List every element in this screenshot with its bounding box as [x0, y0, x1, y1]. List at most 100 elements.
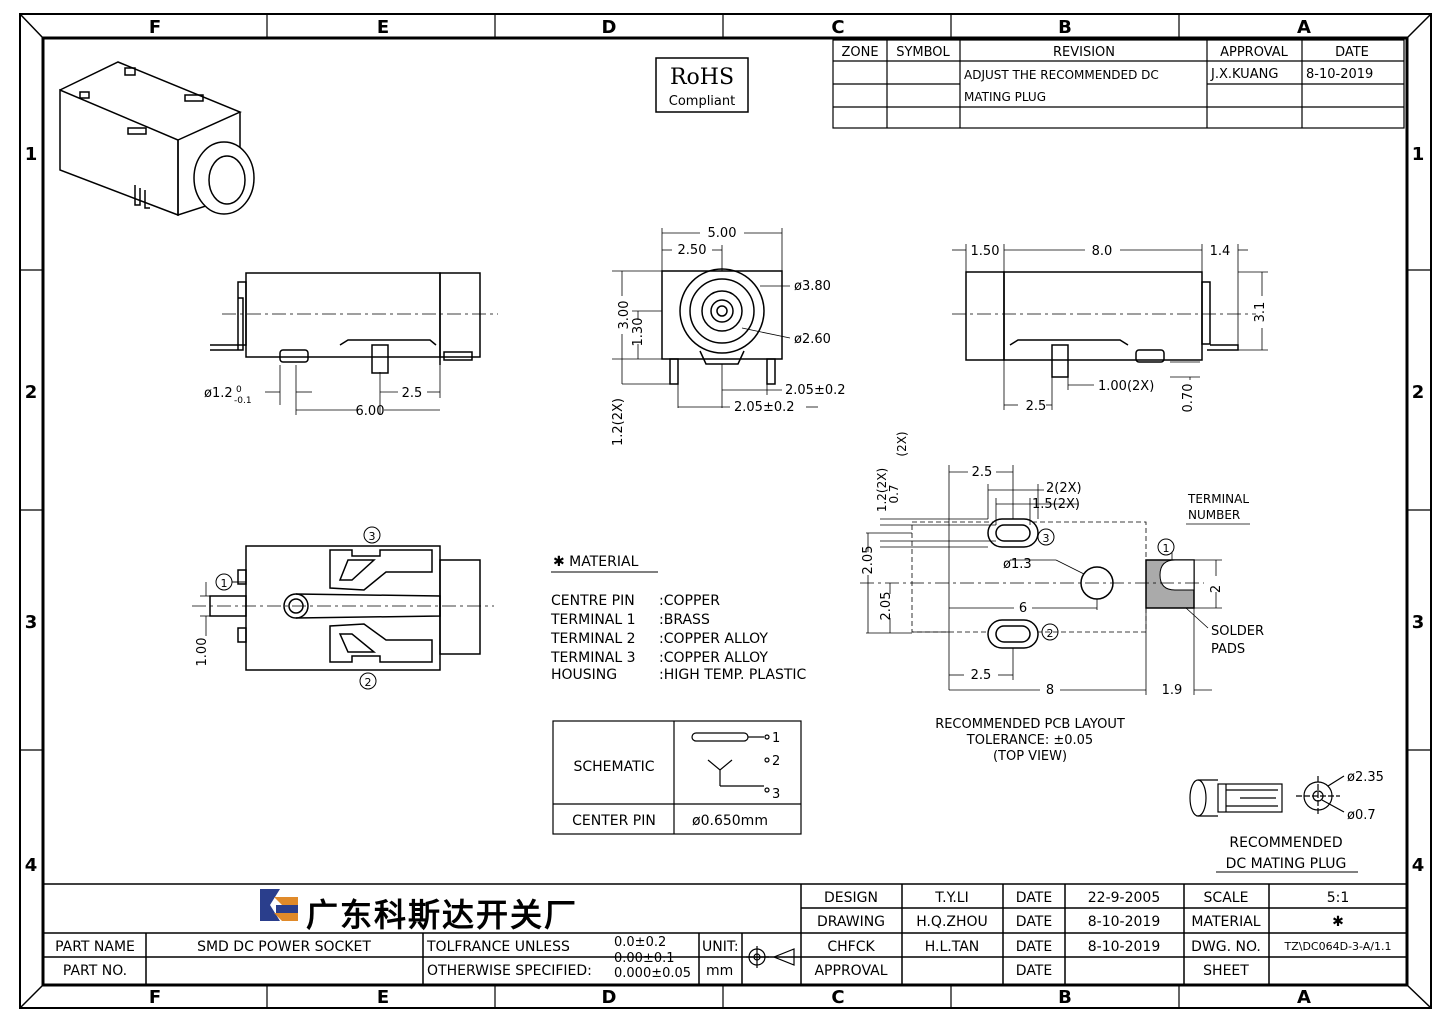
side-view: ø1.2 0 -0.1 2.5 6.00 [204, 272, 498, 419]
rev-revision-line2: MATING PLUG [964, 90, 1046, 104]
col-label: A [1297, 987, 1311, 1008]
front-center-height: 1.30 [631, 318, 646, 347]
right-pin-width: 1.00(2X) [1098, 379, 1154, 394]
material-value: :HIGH TEMP. PLASTIC [659, 667, 807, 683]
company-logo [260, 889, 298, 921]
unit-value: mm [706, 963, 733, 979]
pcb-dim-k: 1.9 [1162, 683, 1183, 698]
col-label: B [1058, 17, 1072, 38]
svg-text:3: 3 [1043, 532, 1050, 545]
material-part: HOUSING [551, 667, 617, 683]
pcb-dim-b: 2(2X) [1046, 481, 1082, 496]
material-value: :COPPER [659, 593, 720, 609]
svg-text:3: 3 [369, 530, 376, 543]
schematic-box: SCHEMATIC 1 2 3 CENTER PIN ø0.650mm [552, 720, 802, 835]
pcb-caption: TOLERANCE: ±0.05 [966, 733, 1093, 748]
right-view: 1.50 8.0 1.4 3.1 2.5 1.00(2X) 0.70 [952, 244, 1268, 414]
row-label: 3 [1412, 612, 1425, 633]
scale-value: 5:1 [1327, 890, 1350, 906]
material-part: CENTRE PIN [551, 593, 635, 609]
check-name: H.L.TAN [925, 939, 980, 955]
material-title: ✱ MATERIAL [553, 554, 639, 570]
material-value: ✱ [1332, 914, 1344, 930]
title-block: PART NAME SMD DC POWER SOCKET PART NO. T… [43, 883, 1407, 985]
column-labels-top: F E D C B A [149, 17, 1311, 38]
design-label: DESIGN [824, 890, 878, 906]
rev-header-zone: ZONE [841, 45, 878, 60]
col-label: F [149, 987, 161, 1008]
pcb-caption: RECOMMENDED PCB LAYOUT [935, 717, 1125, 732]
row-label: 1 [25, 144, 38, 165]
date-label: DATE [1016, 939, 1052, 955]
bottom-pin-height: 1.00 [195, 638, 210, 667]
front-half-width: 2.50 [678, 243, 707, 258]
schematic-pin: 3 [772, 787, 780, 802]
svg-text:2: 2 [1047, 627, 1054, 640]
pcb-dim-i: 2.5 [971, 668, 992, 683]
revision-block: ZONE SYMBOL REVISION APPROVAL DATE ADJUS… [832, 39, 1405, 129]
center-pin-label: CENTER PIN [572, 813, 656, 829]
material-part: TERMINAL 3 [550, 650, 636, 666]
mating-plug: ø2.35 ø0.7 RECOMMENDED DC MATING PLUG [1189, 770, 1384, 873]
pcb-dim-c: 1.5(2X) [1032, 497, 1080, 512]
rohs-badge: RoHS Compliant [655, 57, 749, 113]
material-value: :COPPER ALLOY [659, 650, 768, 666]
check-label: CHFCK [827, 939, 875, 955]
plug-inner-dia: ø0.7 [1347, 808, 1376, 823]
material-label: MATERIAL [1191, 914, 1260, 930]
pcb-dim-e-qty: (2X) [895, 431, 909, 456]
center-pin-value: ø0.650mm [692, 813, 768, 829]
side-pin-tol-upper: 0 [236, 385, 242, 395]
row-label: 1 [1412, 144, 1425, 165]
col-label: E [377, 17, 389, 38]
front-inner-dia: ø2.60 [794, 332, 831, 347]
part-name: SMD DC POWER SOCKET [197, 939, 371, 955]
company-name: 广东科斯达开关厂 [306, 896, 579, 934]
side-length: 6.00 [356, 404, 385, 419]
pcb-hole-dia: ø1.3 [1003, 557, 1032, 572]
col-label: D [602, 987, 617, 1008]
terminal-number-label: NUMBER [1188, 508, 1240, 522]
pcb-dim-e: 0.7 [887, 484, 901, 503]
tolerance-value: 0.000±0.05 [614, 966, 691, 981]
tolerance-label: TOLFRANCE UNLESS [426, 939, 570, 955]
projection-symbol [746, 946, 795, 968]
rohs-subtitle: Compliant [669, 94, 735, 109]
plug-caption: RECOMMENDED [1229, 835, 1342, 851]
material-part: TERMINAL 1 [550, 612, 636, 628]
right-body: 8.0 [1092, 244, 1113, 259]
front-height: 3.00 [617, 301, 632, 330]
col-label: F [149, 17, 161, 38]
row-label: 2 [1412, 382, 1425, 403]
front-view: 5.00 2.50 3.00 1.30 ø3.80 ø2.60 2.05±0.2… [611, 226, 846, 446]
pcb-dim-l: 2 [1209, 585, 1224, 593]
row-labels: 1 2 3 4 1 2 3 4 [25, 144, 1425, 876]
front-width: 5.00 [708, 226, 737, 241]
col-label: B [1058, 987, 1072, 1008]
isometric-view [59, 61, 255, 217]
plug-caption: DC MATING PLUG [1226, 856, 1347, 872]
design-name: T.Y.LI [934, 890, 968, 906]
sheet-border [19, 13, 1432, 1009]
right-height: 3.1 [1253, 302, 1268, 323]
tolerance-label: OTHERWISE SPECIFIED: [427, 963, 592, 979]
rev-approval: J.X.KUANG [1210, 67, 1278, 82]
col-label: C [831, 987, 844, 1008]
rev-revision-line1: ADJUST THE RECOMMENDED DC [964, 68, 1159, 82]
scale-label: SCALE [1204, 890, 1249, 906]
date-label: DATE [1016, 890, 1052, 906]
right-pin-h: 0.70 [1181, 384, 1196, 413]
tolerance-value: 0.0±0.2 [614, 935, 666, 950]
svg-text:1: 1 [1163, 542, 1170, 555]
tolerance-value: 0.00±0.1 [614, 951, 675, 966]
part-no-label: PART NO. [63, 963, 127, 979]
pcb-dim-g: 2.05 [879, 592, 894, 621]
rev-date: 8-10-2019 [1306, 67, 1373, 82]
col-label: D [602, 17, 617, 38]
side-pin-tol-lower: -0.1 [234, 396, 252, 406]
front-lead-offset-2: 2.05±0.2 [734, 400, 795, 415]
pcb-dim-h: 6 [1019, 601, 1027, 616]
terminal-number-label: TERMINAL [1187, 492, 1249, 506]
part-name-label: PART NAME [55, 939, 135, 955]
